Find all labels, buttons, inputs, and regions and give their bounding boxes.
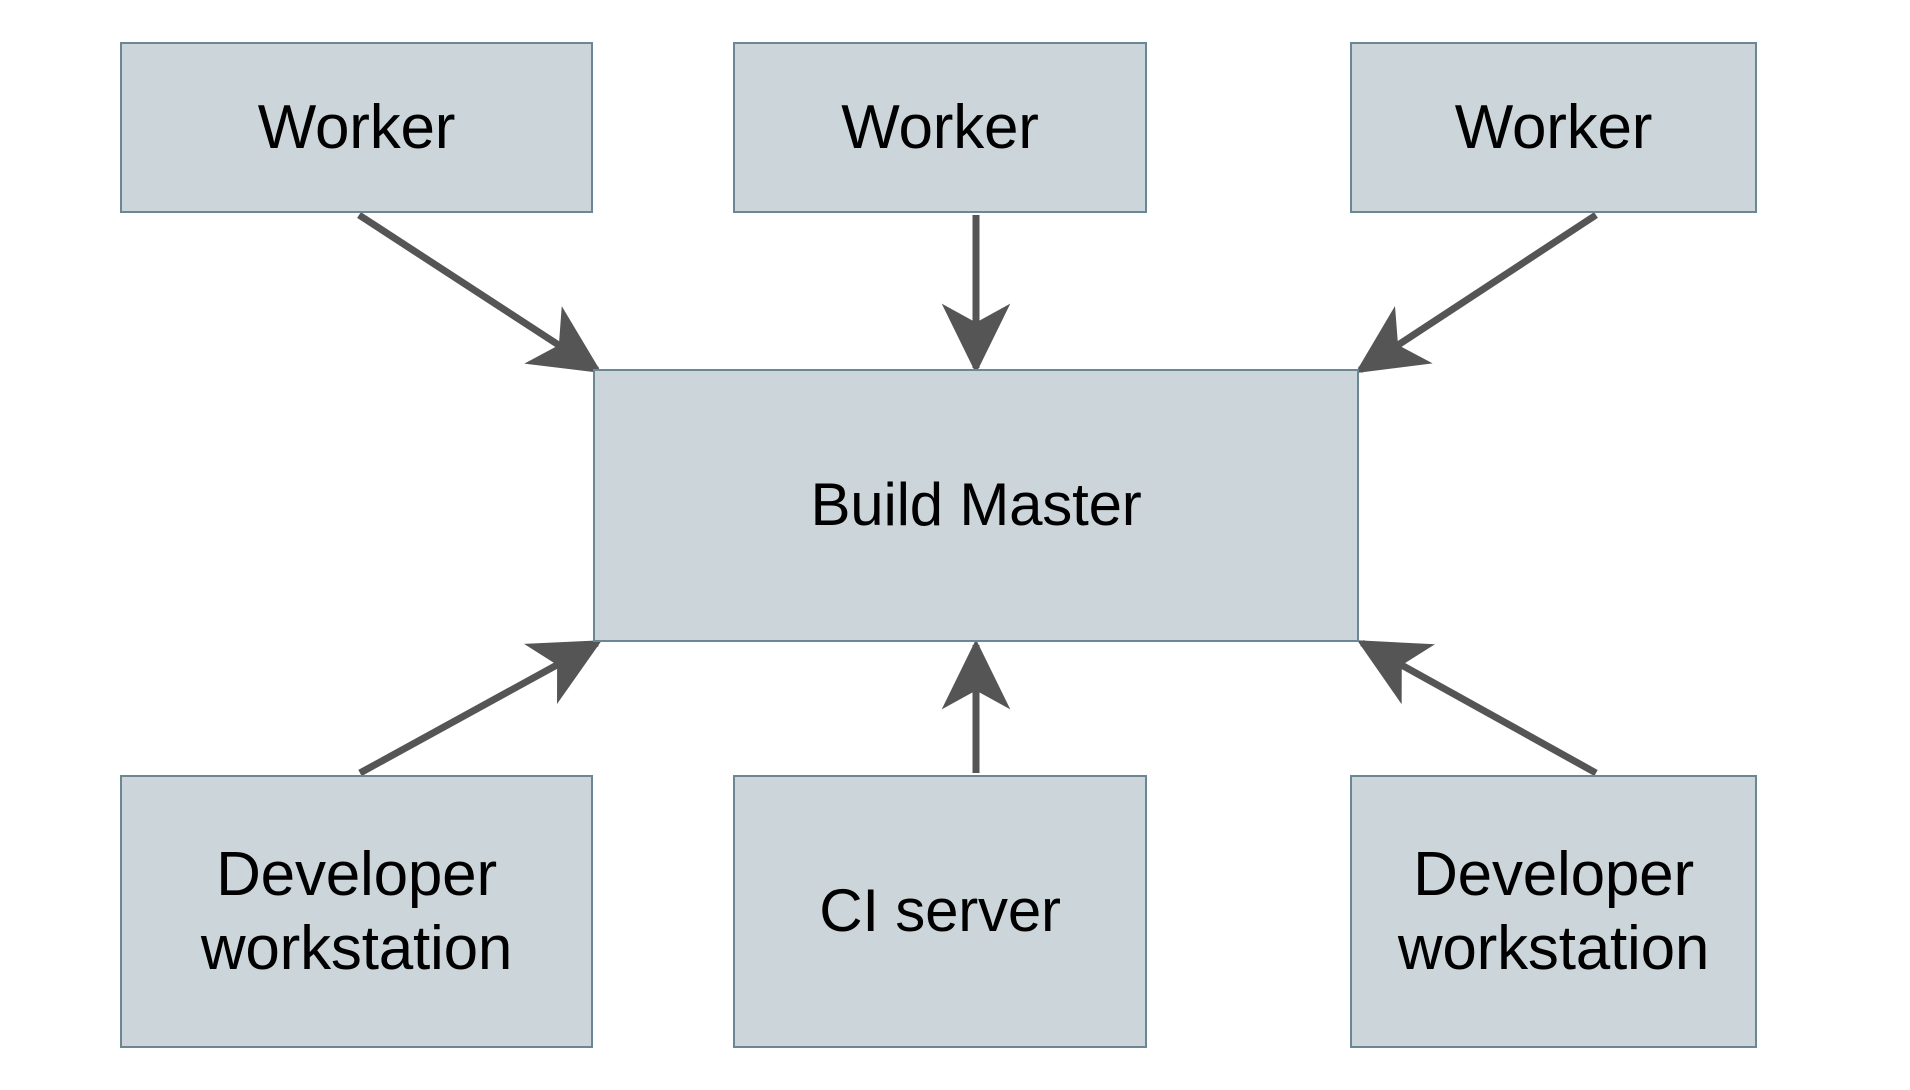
node-developer-workstation-left[interactable]: Developer workstation bbox=[120, 775, 593, 1048]
edge-worker-left-to-master bbox=[357, 212, 602, 374]
node-build-master[interactable]: Build Master bbox=[593, 369, 1359, 642]
node-label-worker-left: Worker bbox=[257, 92, 456, 162]
node-developer-workstation-right[interactable]: Developer workstation bbox=[1350, 775, 1757, 1048]
node-label-developer-workstation-left: Developer workstation bbox=[200, 840, 513, 983]
edge-dev-left-to-master bbox=[358, 639, 602, 777]
node-label-worker-mid: Worker bbox=[841, 92, 1039, 162]
node-label-worker-right: Worker bbox=[1454, 92, 1653, 162]
edge-worker-right-to-master bbox=[1355, 212, 1598, 374]
node-label-ci-server: CI server bbox=[819, 877, 1061, 945]
edge-dev-right-to-master bbox=[1357, 639, 1598, 777]
node-worker-mid[interactable]: Worker bbox=[733, 42, 1147, 213]
node-worker-left[interactable]: Worker bbox=[120, 42, 593, 213]
node-worker-right[interactable]: Worker bbox=[1350, 42, 1757, 213]
node-label-build-master: Build Master bbox=[810, 471, 1142, 539]
node-label-developer-workstation-right: Developer workstation bbox=[1397, 840, 1710, 983]
node-ci-server[interactable]: CI server bbox=[733, 775, 1147, 1048]
